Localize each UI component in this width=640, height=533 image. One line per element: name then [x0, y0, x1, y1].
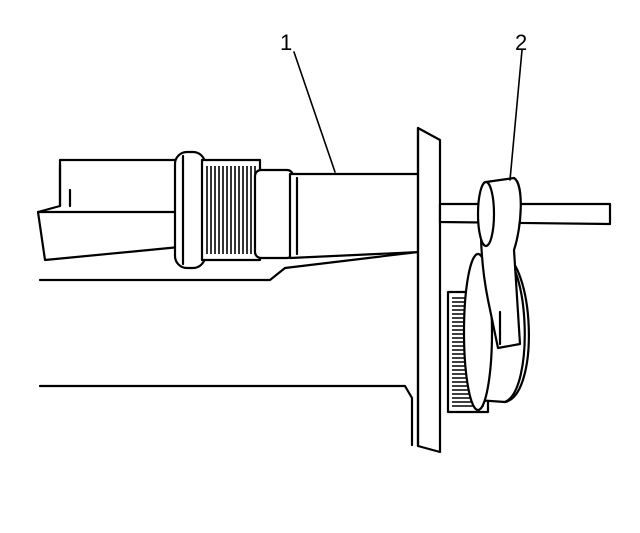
callout-label-2: 2 [515, 30, 527, 55]
spline-section [200, 158, 262, 262]
housing-body [38, 250, 420, 447]
rod [438, 202, 612, 226]
main-shaft [253, 168, 422, 260]
collar-ring [173, 150, 207, 270]
lever-arm [476, 176, 522, 350]
mounting-plate [416, 126, 442, 454]
leader-lines [293, 49, 523, 181]
callout-label-1: 1 [280, 30, 292, 55]
shaft-end [36, 158, 192, 262]
